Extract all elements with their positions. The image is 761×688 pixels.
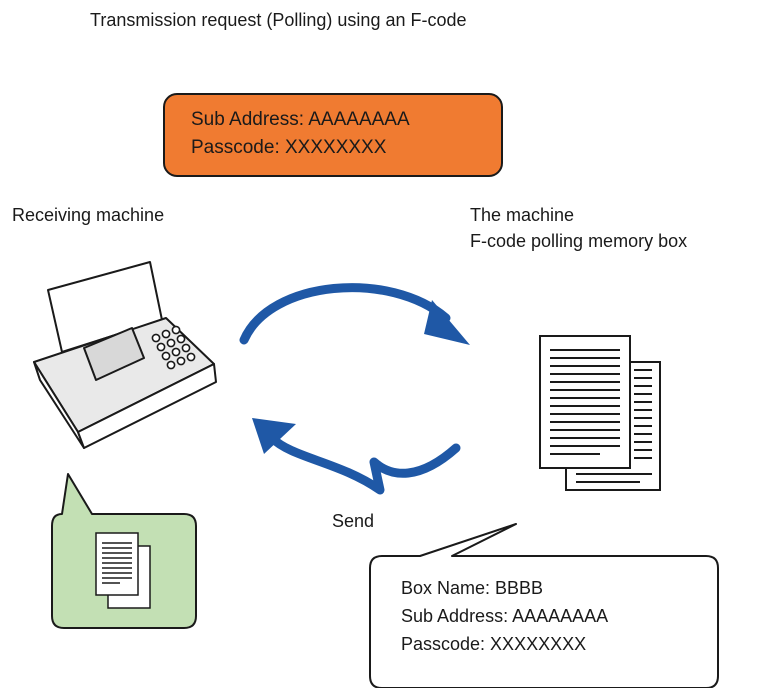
request-arrow-icon <box>239 283 470 345</box>
box-info-text: Box Name: BBBB Sub Address: AAAAAAAA Pas… <box>401 574 608 658</box>
request-sub-address: Sub Address: AAAAAAAA <box>191 109 410 130</box>
request-credentials-box: Sub Address: AAAAAAAA Passcode: XXXXXXXX <box>163 93 503 177</box>
receiving-machine-label: Receiving machine <box>12 205 165 225</box>
diagram-title: Transmission request (Polling) using an … <box>90 10 467 30</box>
the-machine-label: The machine F-code polling memory box <box>470 202 687 254</box>
request-passcode: Passcode: XXXXXXXX <box>191 137 387 158</box>
polling-document-stack-icon <box>539 335 661 491</box>
box-info-box-name: Box Name: BBBB <box>401 578 544 598</box>
the-machine-line2: F-code polling memory box <box>470 231 688 251</box>
the-machine-line1: The machine <box>470 205 575 225</box>
document-stack-icon <box>95 532 151 609</box>
box-info-passcode: Passcode: XXXXXXXX <box>401 634 587 654</box>
box-info-sub-address: Sub Address: AAAAAAAA <box>401 606 609 626</box>
received-document-bubble <box>51 473 197 629</box>
fax-machine-icon <box>33 261 217 449</box>
send-arrow-icon <box>252 418 461 495</box>
send-label: Send <box>332 511 375 531</box>
